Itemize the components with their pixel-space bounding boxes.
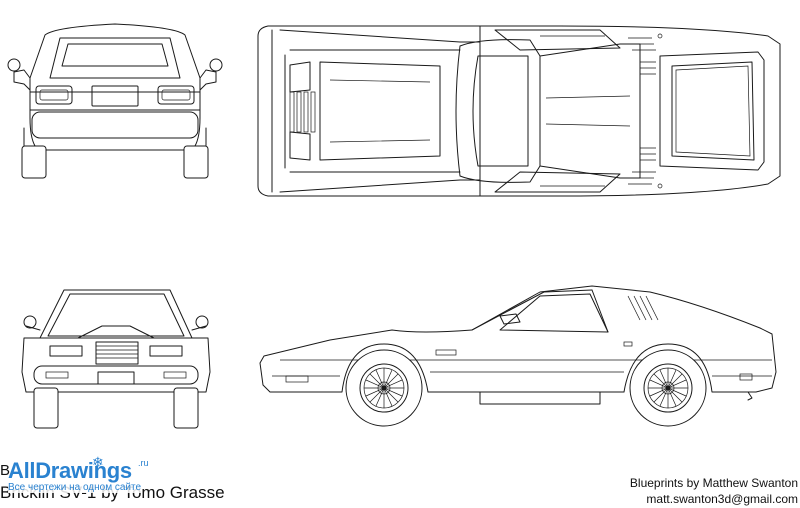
- side-vents: [627, 295, 659, 321]
- watermark-tagline: Все чертежи на одном сайте: [8, 482, 142, 493]
- title-line-1: B: [0, 462, 11, 479]
- top-view: [257, 25, 781, 197]
- engine-vents-top: [289, 91, 316, 133]
- watermark-tld: .ru: [138, 458, 149, 468]
- credit-author: Blueprints by Matthew Swanton: [629, 476, 798, 490]
- watermark-logo-text: AllDrawings: [8, 458, 132, 483]
- front-view: [21, 289, 211, 429]
- front-grille: [95, 341, 139, 365]
- front-wheel: [629, 349, 707, 427]
- rear-view: [7, 23, 223, 179]
- rear-wheel: [345, 349, 423, 427]
- side-vents-top: [628, 37, 656, 185]
- credit-email[interactable]: matt.swanton3d@gmail.com: [646, 492, 798, 506]
- snowflake-icon: ❄: [92, 454, 104, 470]
- watermark[interactable]: AllDrawings ❄ .ru Все чертежи на одном с…: [8, 454, 149, 493]
- side-view: [259, 285, 777, 427]
